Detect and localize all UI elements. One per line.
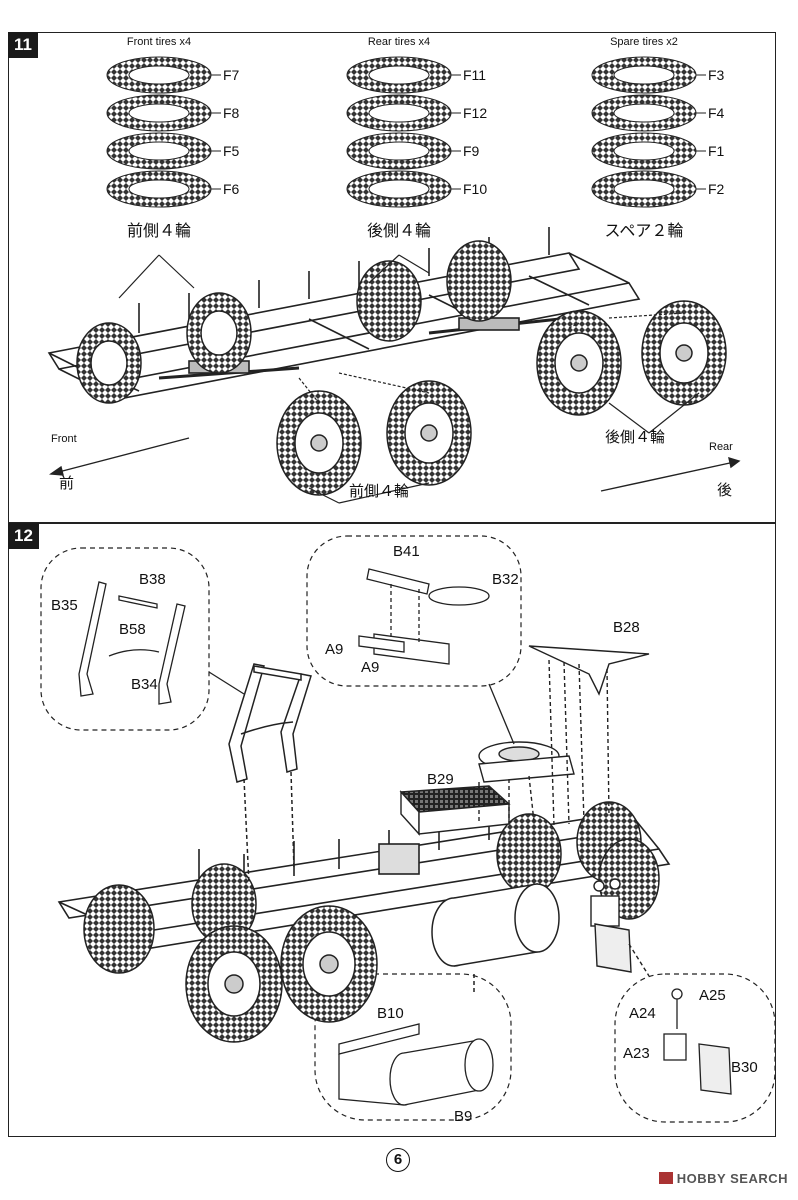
part-b30: B30 <box>731 1059 758 1076</box>
exploded-rear-wheels <box>536 300 727 416</box>
front-label-en: Front <box>51 433 77 445</box>
callout-fuel-tank-drawing <box>338 1023 494 1106</box>
tire-hub <box>128 65 190 85</box>
watermark-text: HOBBY SEARCH <box>676 1171 788 1186</box>
step-number: 11 <box>8 32 38 58</box>
part-b29: B29 <box>427 771 454 788</box>
rear-label-jp: 後 <box>717 482 732 499</box>
part-a24: A24 <box>629 1005 656 1022</box>
part-number: F6 <box>223 181 240 197</box>
exploded-front-wheels <box>276 380 472 496</box>
tire-hub <box>613 103 675 123</box>
part-a9: A9 <box>361 659 379 676</box>
part-b41: B41 <box>393 543 420 560</box>
chassis-wheels <box>76 240 512 404</box>
part-number: F1 <box>708 143 725 159</box>
step-number: 12 <box>8 523 39 549</box>
rear-wheels-label: 後側４輪 <box>605 429 665 446</box>
part-a23: A23 <box>623 1045 650 1062</box>
tire-hub <box>368 141 430 161</box>
tire-hub <box>613 179 675 199</box>
callout-fuel-tank <box>314 973 512 1121</box>
step-11-panel: 11 <box>8 32 776 523</box>
part-number: F3 <box>708 67 725 83</box>
part-number: F2 <box>708 181 725 197</box>
leader-lines <box>118 254 700 504</box>
step-12-panel: 12 <box>8 523 776 1137</box>
part-b28: B28 <box>613 619 640 636</box>
callout-bubbles <box>40 535 776 1123</box>
tire-group-title: Front tires x4 <box>127 36 191 48</box>
tire-hub <box>613 65 675 85</box>
callout-frame-parts-drawing <box>78 581 245 705</box>
direction-arrows <box>49 437 741 492</box>
part-number: F10 <box>463 181 487 197</box>
part-number: F7 <box>223 67 240 83</box>
part-b35: B35 <box>51 597 78 614</box>
fuel-tank <box>431 883 560 994</box>
part-number: F9 <box>463 143 480 159</box>
part-a9: A9 <box>325 641 343 658</box>
tire-hub <box>128 103 190 123</box>
tire-group-title: Spare tires x2 <box>610 36 678 48</box>
part-number: F12 <box>463 105 487 121</box>
tire-stack-1 <box>346 56 461 208</box>
fifth-wheel-assembly <box>478 645 650 827</box>
part-b32: B32 <box>492 571 519 588</box>
part-b38: B38 <box>139 571 166 588</box>
tire-hub <box>613 141 675 161</box>
part-b29-box <box>399 785 511 836</box>
tire-stack-0 <box>106 56 221 208</box>
part-number: F8 <box>223 105 240 121</box>
tire-hub <box>368 179 430 199</box>
tire-hub <box>368 103 430 123</box>
tire-hub <box>368 65 430 85</box>
front-wheels-label: 前側４輪 <box>349 483 409 500</box>
watermark-logo-icon <box>658 1172 673 1184</box>
tire-hub <box>128 179 190 199</box>
callout-step <box>614 973 776 1123</box>
step-12-labels: B38B35B58B34B41B32A9A9B28B29B10B9A25A24A… <box>51 543 758 1125</box>
tire-group-caption: 前側４輪 <box>127 222 191 240</box>
part-b10: B10 <box>377 1005 404 1022</box>
tire-group-title: Rear tires x4 <box>368 36 430 48</box>
callout-step-drawing <box>663 988 732 1095</box>
part-number: F5 <box>223 143 240 159</box>
front-label-jp: 前 <box>59 475 74 492</box>
part-number: F11 <box>463 67 486 83</box>
tire-group-caption: 後側４輪 <box>367 222 431 240</box>
page-number: 6 <box>386 1148 410 1172</box>
callout-frame-parts <box>40 547 210 731</box>
part-b58: B58 <box>119 621 146 638</box>
part-number: F4 <box>708 105 725 121</box>
part-a25: A25 <box>699 987 726 1004</box>
frame-part-main <box>228 663 312 885</box>
step-part <box>590 878 650 977</box>
callout-fifth-wheel <box>306 535 522 687</box>
chassis-wheels <box>83 801 660 1043</box>
tire-group-caption: スペア２輪 <box>605 222 684 240</box>
watermark: HOBBY SEARCH <box>658 1171 788 1186</box>
callout-fifth-wheel-drawing <box>358 568 515 745</box>
tire-stack-2 <box>591 56 706 208</box>
tire-hub <box>128 141 190 161</box>
part-b9: B9 <box>454 1108 472 1125</box>
part-b34: B34 <box>131 676 158 693</box>
step-12-drawing: B38B35B58B34B41B32A9A9B28B29B10B9A25A24A… <box>40 535 776 1125</box>
rear-label-en: Rear <box>709 441 733 453</box>
